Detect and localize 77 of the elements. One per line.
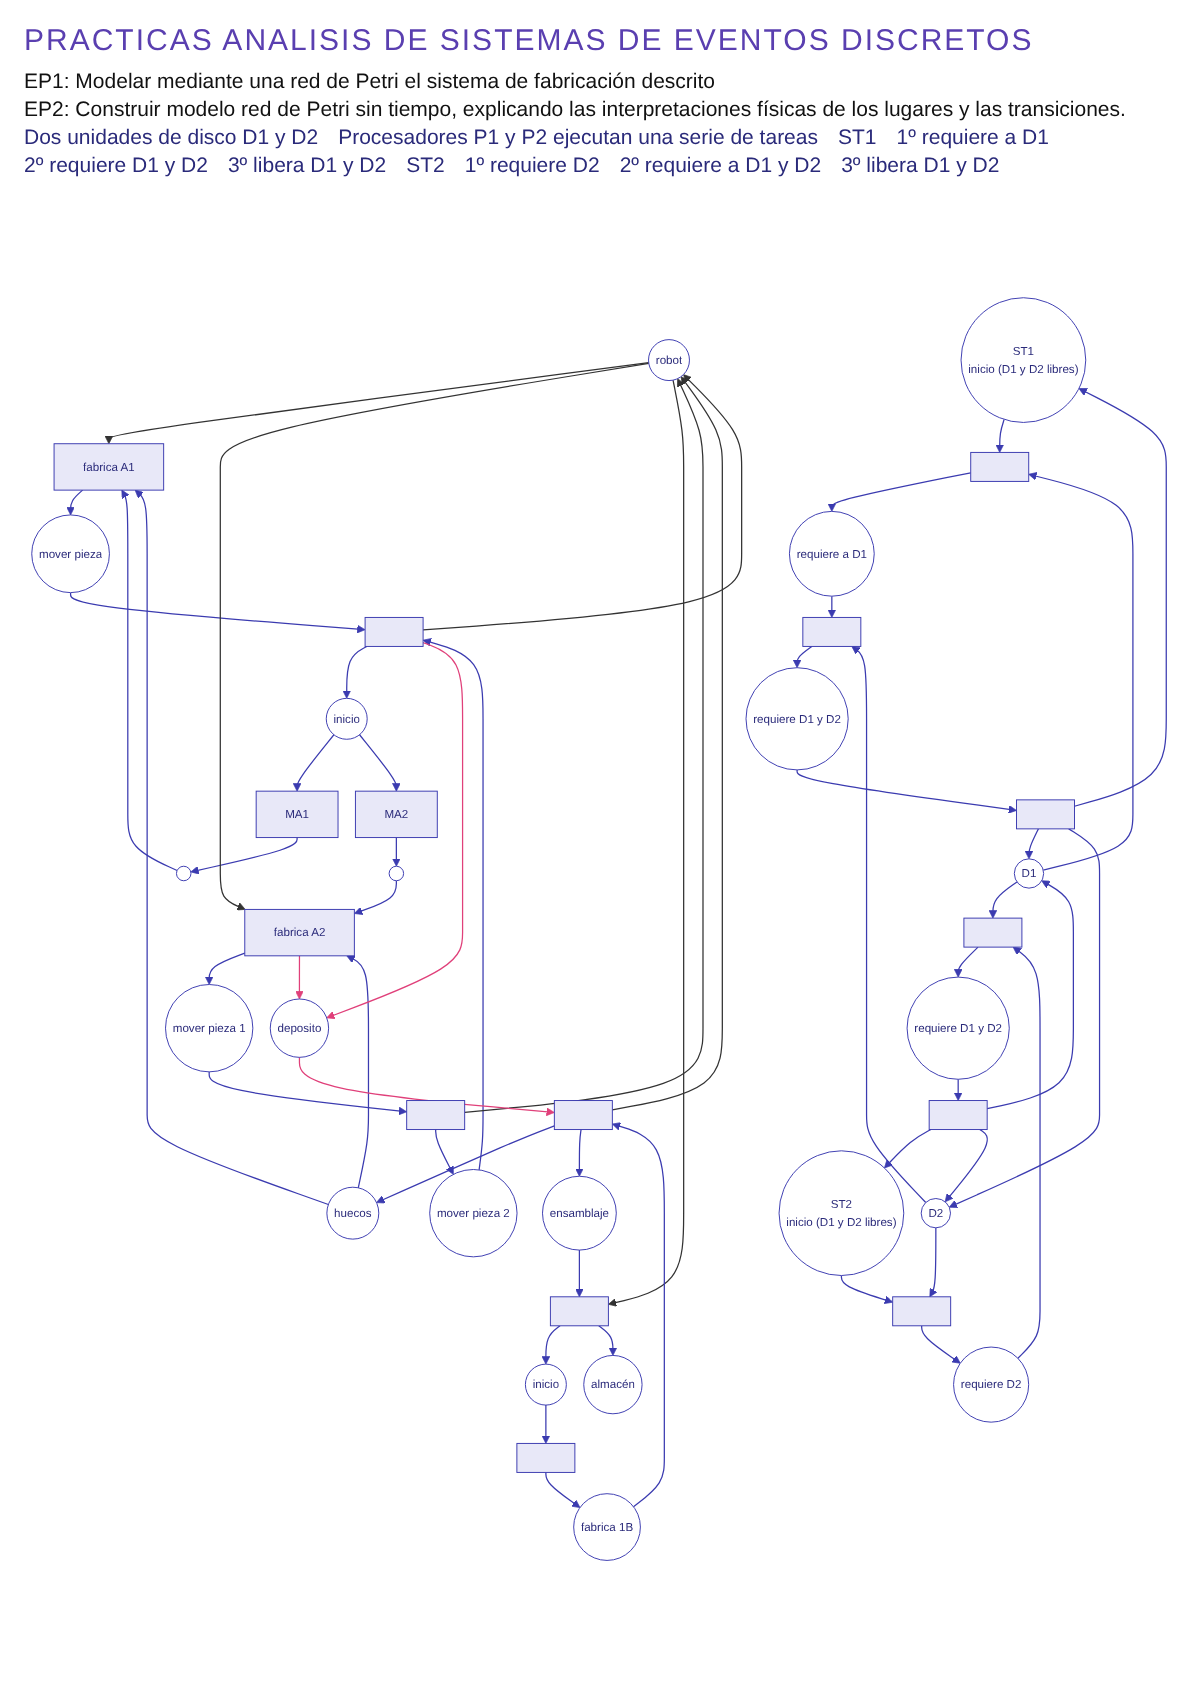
arrow — [953, 1078, 963, 1101]
arrow — [134, 489, 329, 1206]
arrow — [1012, 946, 1041, 1359]
node-bar — [406, 1099, 466, 1130]
arrow — [354, 880, 397, 915]
arrow — [575, 1128, 584, 1177]
node-bar — [802, 616, 862, 647]
arrow — [435, 1128, 454, 1175]
arrow — [827, 595, 837, 618]
note-text: 2º requiere a D1 y D2 — [619, 154, 822, 178]
arrow — [69, 591, 366, 634]
arrow — [986, 880, 1074, 1110]
arrow — [921, 1325, 961, 1364]
arrow — [219, 362, 650, 911]
arrow — [292, 734, 335, 792]
arrow — [104, 362, 650, 444]
arrow — [948, 828, 1101, 1208]
note-text: 3º libera D1 y D2 — [841, 154, 1000, 178]
arrow — [346, 955, 370, 1189]
arrow — [944, 1128, 988, 1203]
arrow — [611, 376, 723, 1111]
node-circle — [388, 865, 405, 882]
node-bar — [928, 1099, 988, 1130]
arrow — [422, 638, 484, 1171]
node-bar — [1016, 799, 1075, 830]
arrow — [464, 378, 704, 1113]
arrow — [608, 379, 685, 1307]
arrow — [541, 1325, 561, 1365]
node-bar — [963, 917, 1023, 948]
arrow — [392, 836, 401, 867]
arrow — [1024, 828, 1040, 860]
node-bar — [549, 1296, 609, 1327]
arrow — [827, 472, 972, 512]
arrow — [884, 1128, 932, 1169]
node-bar — [892, 1296, 952, 1327]
note-text: EP1: Modelar mediante una red de Petri el sistema de fabricación descrito — [24, 70, 718, 94]
arrow — [796, 769, 1017, 814]
note-text: Procesadores P1 y P2 ejecutan una serie de tareas — [338, 126, 818, 150]
arrow — [376, 1125, 555, 1204]
arrow — [541, 1404, 551, 1444]
arrow — [190, 836, 298, 875]
node-bar — [970, 451, 1030, 482]
arrow — [208, 1071, 408, 1116]
arrow — [295, 955, 304, 1000]
arrow — [840, 1274, 894, 1304]
arrow — [342, 645, 368, 699]
arrow — [358, 734, 401, 792]
node-bar — [516, 1442, 576, 1473]
node-circle — [176, 865, 192, 882]
arrow — [1073, 388, 1167, 807]
arrow — [988, 881, 1018, 919]
arrow — [611, 1122, 665, 1508]
arrow — [66, 489, 84, 516]
arrow — [422, 374, 743, 631]
note-text: 1º requiere a D1 — [896, 126, 1049, 150]
node-bar — [553, 1099, 613, 1130]
arrow — [995, 418, 1005, 453]
note-text: ST2 — [406, 154, 445, 178]
arrow — [204, 952, 246, 985]
arrow — [929, 1227, 938, 1298]
arrow — [545, 1471, 581, 1508]
arrow — [575, 1249, 584, 1298]
node-bar — [364, 616, 424, 647]
note-text: 3º libera D1 y D2 — [227, 154, 387, 178]
arrow — [1028, 471, 1134, 871]
note-text: 1º requiere D2 — [464, 154, 600, 178]
arrow — [851, 645, 927, 1204]
note-text: 2º requiere D1 y D2 — [24, 154, 208, 178]
arrow — [326, 641, 464, 1020]
arrow — [598, 1325, 618, 1356]
title: PRACTICAS ANALISIS DE SISTEMAS DE EVENTOS DISCRETOS — [24, 24, 1036, 58]
arrow — [953, 946, 979, 978]
note-text: EP2: Construir modelo red de Petri sin tiempo, explicando las interpretaciones físicas de los lugares y las transiciones. — [24, 98, 1128, 122]
note-text: Dos unidades de disco D1 y D2 — [24, 126, 319, 150]
note-text: ST1 — [838, 126, 877, 150]
arrow — [121, 489, 178, 872]
arrow — [792, 645, 813, 668]
